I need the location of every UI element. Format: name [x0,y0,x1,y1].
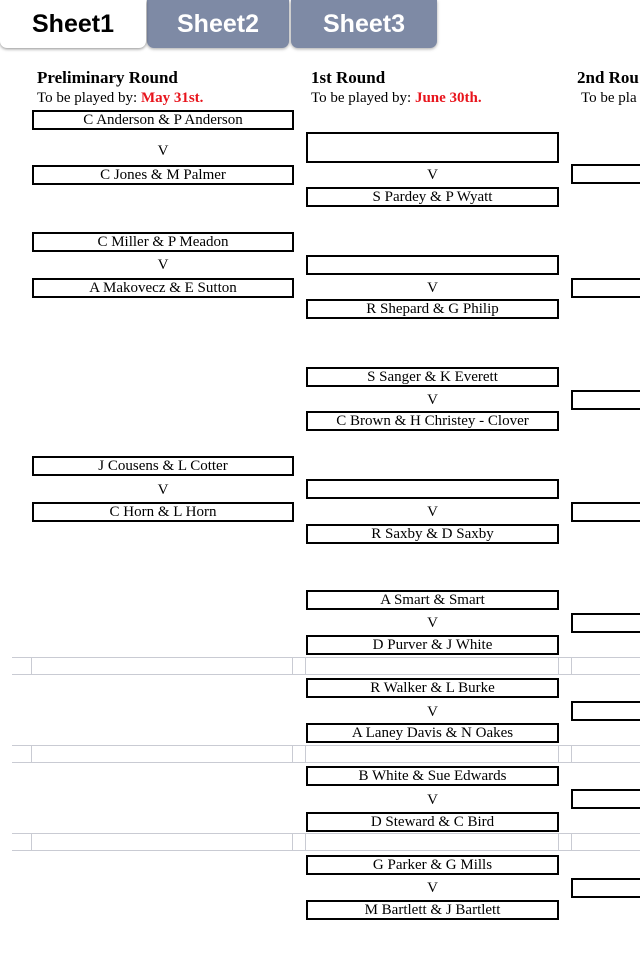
empty-grid-row[interactable] [12,833,640,851]
second-round-deadline: To be pla [581,90,637,106]
r1-match-5-away[interactable]: D Purver & J White [306,635,559,655]
r2-slot-3[interactable] [571,390,640,410]
r2-slot-1[interactable] [571,164,640,184]
r1-match-7-home[interactable]: B White & Sue Edwards [306,766,559,786]
r1-match-4-home[interactable] [306,479,559,499]
vs-label: V [427,880,438,896]
prelim-match-2-away[interactable]: A Makovecz & E Sutton [32,278,294,298]
vs-label: V [427,792,438,808]
preliminary-round-date: May 31st. [140,90,204,106]
r1-match-6-home[interactable]: R Walker & L Burke [306,678,559,698]
vs-label: V [427,504,438,520]
vs-label: V [157,482,169,498]
prelim-match-1-home[interactable]: C Anderson & P Anderson [32,110,294,130]
vs-label: V [157,257,169,273]
vs-label: V [427,615,438,631]
r1-match-4-away[interactable]: R Saxby & D Saxby [306,524,559,544]
second-round-title: 2nd Rou [577,68,639,87]
r1-match-1-away[interactable]: S Pardey & P Wyatt [306,187,559,207]
vs-label: V [427,167,438,183]
prelim-match-1-away[interactable]: C Jones & M Palmer [32,165,294,185]
preliminary-round-title: Preliminary Round [37,68,178,87]
tab-sheet2[interactable]: Sheet2 [147,0,289,48]
r1-match-3-home[interactable]: S Sanger & K Everett [306,367,559,387]
preliminary-round-deadline: To be played by: May 31st. [37,90,204,106]
r2-slot-4[interactable] [571,502,640,522]
sheet-tab-bar: Sheet1 Sheet2 Sheet3 [0,0,640,52]
r1-match-2-away[interactable]: R Shepard & G Philip [306,299,559,319]
r2-slot-2[interactable] [571,278,640,298]
r2-slot-7[interactable] [571,789,640,809]
first-round-deadline: To be played by: June 30th. [311,90,482,106]
r1-match-6-away[interactable]: A Laney Davis & N Oakes [306,723,559,743]
r1-match-8-away[interactable]: M Bartlett & J Bartlett [306,900,559,920]
prelim-match-3-home[interactable]: J Cousens & L Cotter [32,456,294,476]
vs-label: V [427,280,438,296]
r1-match-5-home[interactable]: A Smart & Smart [306,590,559,610]
r2-slot-8[interactable] [571,878,640,898]
tab-sheet3[interactable]: Sheet3 [291,0,437,48]
r1-match-2-home[interactable] [306,255,559,275]
prelim-match-2-home[interactable]: C Miller & P Meadon [32,232,294,252]
first-round-date: June 30th. [414,90,482,106]
spreadsheet-area[interactable]: Preliminary Round To be played by: May 3… [0,52,640,960]
tab-sheet1[interactable]: Sheet1 [0,0,146,48]
r2-slot-5[interactable] [571,613,640,633]
empty-grid-row[interactable] [12,657,640,675]
r1-match-8-home[interactable]: G Parker & G Mills [306,855,559,875]
r1-match-7-away[interactable]: D Steward & C Bird [306,812,559,832]
r2-slot-6[interactable] [571,701,640,721]
vs-label: V [427,392,438,408]
prelim-match-3-away[interactable]: C Horn & L Horn [32,502,294,522]
r1-match-1-home[interactable] [306,132,559,163]
first-round-title: 1st Round [311,68,386,87]
vs-label: V [157,143,169,159]
empty-grid-row[interactable] [12,745,640,763]
r1-match-3-away[interactable]: C Brown & H Christey - Clover [306,411,559,431]
vs-label: V [427,704,438,720]
